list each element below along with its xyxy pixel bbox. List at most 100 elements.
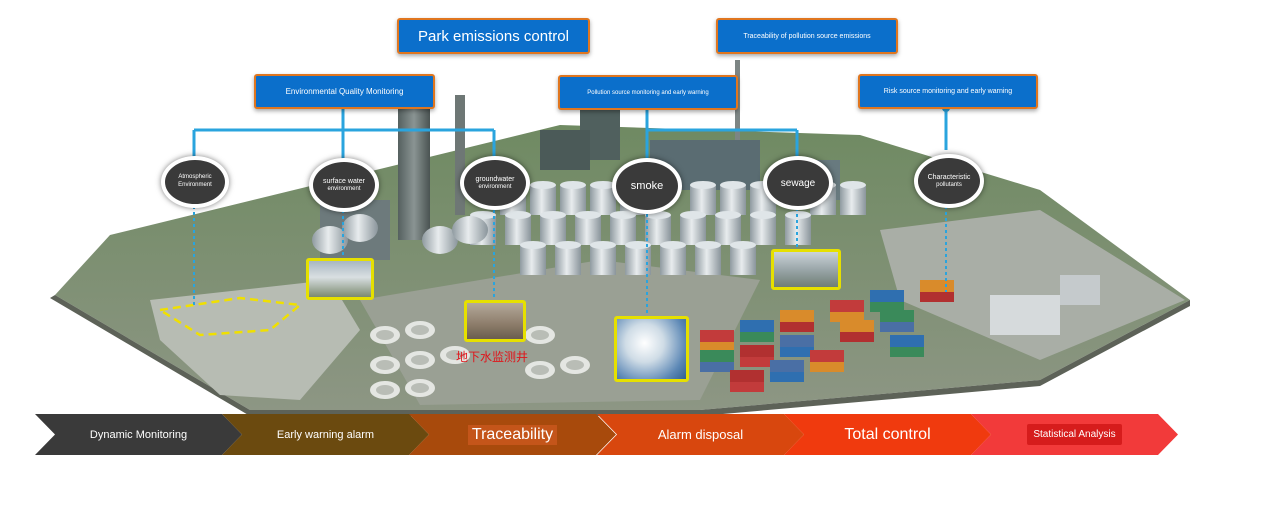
squat-tank-top [531, 330, 549, 340]
squat-tank-top [376, 360, 394, 370]
step-alarm-disposal: Alarm disposal [597, 414, 804, 455]
step-dynamic-monitoring: Dynamic Monitoring [35, 414, 242, 455]
shipping-container [890, 347, 924, 357]
park-emissions-control-title: Park emissions control [397, 18, 590, 54]
squat-tank-top [376, 330, 394, 340]
storage-tank-top [610, 211, 636, 219]
squat-tank-top [411, 355, 429, 365]
shipping-container [770, 360, 804, 372]
shipping-container [740, 357, 774, 367]
step-label: Dynamic Monitoring [89, 428, 188, 441]
shipping-container [830, 312, 864, 322]
smoke-stack-photo [614, 316, 689, 382]
shipping-container [700, 350, 734, 362]
shipping-container [770, 372, 804, 382]
dome-tank [452, 216, 488, 244]
groundwater-node: groundwater environment [460, 156, 530, 210]
squat-tank-top [531, 365, 549, 375]
squat-tank-top [566, 360, 584, 370]
step-label: Statistical Analysis [1027, 424, 1122, 445]
shipping-container [840, 320, 874, 332]
shipping-container [870, 302, 904, 312]
storage-tank-top [695, 241, 721, 249]
shipping-container [740, 332, 774, 342]
shipping-container [780, 310, 814, 322]
storage-tank [520, 245, 546, 275]
storage-tank [695, 245, 721, 275]
dome-tank [422, 226, 458, 254]
squat-tank-top [411, 383, 429, 393]
risk-source-monitoring-label: Risk source monitoring and early warning [883, 88, 1013, 95]
storage-tank-top [540, 211, 566, 219]
storage-tank-top [590, 241, 616, 249]
storage-tank-top [720, 181, 746, 189]
shipping-container [920, 280, 954, 292]
shipping-container [730, 382, 764, 392]
risk-source-monitoring-box: Risk source monitoring and early warning [858, 74, 1038, 109]
sewage-node: sewage [763, 156, 833, 210]
storage-tank [645, 215, 671, 245]
step-statistical-analysis: Statistical Analysis [971, 414, 1178, 455]
storage-tank-top [555, 241, 581, 249]
env-quality-monitoring-label: Environmental Quality Monitoring [285, 87, 404, 96]
storage-tank-top [560, 181, 586, 189]
storage-tank [660, 245, 686, 275]
storage-tank [840, 185, 866, 215]
chevron-shape [222, 414, 429, 455]
storage-tank [730, 245, 756, 275]
storage-tank [590, 245, 616, 275]
shipping-container [700, 362, 734, 372]
atmospheric-label-line1: Atmospheric [178, 174, 212, 181]
surface-water-node: surface water environment [309, 158, 379, 212]
groundwater-well-label: 地下水监测井 [456, 350, 529, 364]
pollution-source-monitoring-box: Pollution source monitoring and early wa… [558, 75, 738, 110]
sewage-outlet-photo [771, 249, 841, 290]
groundwater-well-photo [464, 300, 526, 342]
storage-tank [590, 185, 616, 215]
storage-tank-top [590, 181, 616, 189]
storage-tank-top [520, 241, 546, 249]
shipping-container [780, 335, 814, 347]
shipping-container [740, 345, 774, 357]
step-label: Total control [844, 425, 931, 443]
shipping-container [920, 292, 954, 302]
storage-tank-top [680, 211, 706, 219]
sewage-label: sewage [780, 177, 816, 189]
chevron-shape [35, 414, 242, 455]
atmospheric-label-line2: Environment [178, 182, 212, 188]
shipping-container [890, 335, 924, 347]
storage-tank-top [730, 241, 756, 249]
storage-tank-top [575, 211, 601, 219]
traceability-label: Traceability of pollution source emissio… [743, 32, 871, 40]
smoke-label: smoke [630, 179, 664, 192]
shipping-container [740, 320, 774, 332]
surface-water-label-line2: environment [327, 185, 361, 192]
storage-tank-top [625, 241, 651, 249]
shipping-container [830, 300, 864, 312]
smoke-node: smoke [612, 158, 682, 214]
storage-tank [720, 185, 746, 215]
chevron-shape [597, 414, 804, 455]
storage-tank [530, 185, 556, 215]
storage-tank-top [690, 181, 716, 189]
step-label: Traceability [467, 424, 558, 445]
step-total-control: Total control [784, 414, 991, 455]
characteristic-pollutants-node: Characteristic pollutants [914, 154, 984, 208]
characteristic-label-line1: Characteristic [927, 173, 971, 181]
shipping-container [810, 362, 844, 372]
park-emissions-control-label: Park emissions control [418, 27, 569, 45]
storage-tank [610, 215, 636, 245]
groundwater-label-line2: environment [478, 183, 512, 190]
storage-tank [750, 215, 776, 245]
shipping-container [870, 290, 904, 302]
traceability-title: Traceability of pollution source emissio… [716, 18, 898, 54]
shipping-container [880, 310, 914, 322]
storage-tank [575, 215, 601, 245]
atmospheric-environment-node: Atmospheric Environment [161, 156, 229, 208]
step-label: Early warning alarm [276, 428, 375, 441]
storage-tank [690, 185, 716, 215]
shipping-container [730, 370, 764, 382]
surface-water-station-photo [306, 258, 374, 300]
storage-tank-top [530, 181, 556, 189]
storage-tank-top [840, 181, 866, 189]
